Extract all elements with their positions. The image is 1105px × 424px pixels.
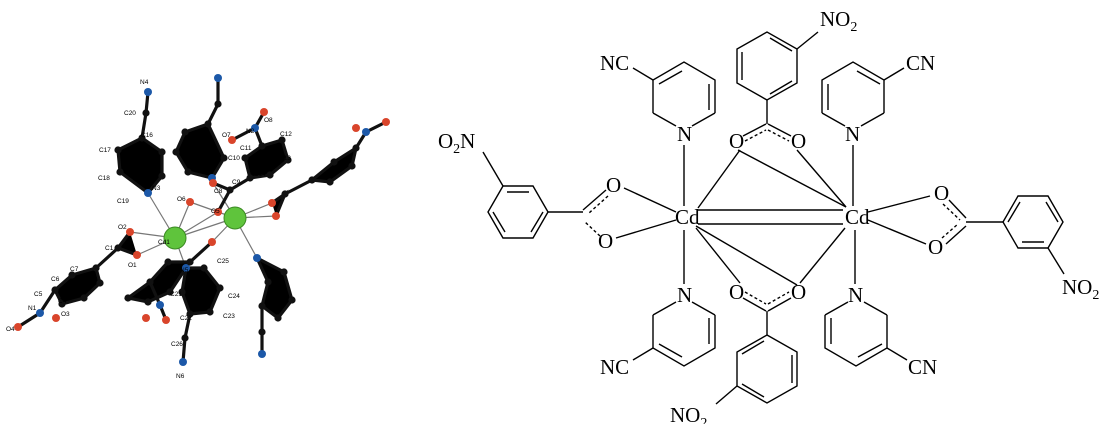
atom-label: N6 [176,373,185,380]
atom-label: O1 [128,262,137,269]
cd-left: Cd [675,205,700,229]
atom-label: N5 [180,267,189,274]
pyridine-bottom-right: N CN [824,230,937,379]
atom-label: C26 [171,341,183,348]
atom-label: C20 [124,110,136,117]
atom-label: O3 [61,311,70,318]
ortep-atoms [14,74,390,366]
right-carboxylate: O O NO2 [867,181,1099,303]
bridging-bonds [695,149,847,286]
o-right-top: O [934,181,949,205]
atom-label: C2 [89,276,98,283]
n-pyr-top-left: N [677,122,692,146]
nitrile-top-right: CN [906,51,935,75]
atom-label: C12 [280,131,292,138]
atom-label: C13 [279,155,291,162]
atom-label: C14 [254,171,266,178]
atom-label: O7 [222,132,231,139]
atom-label: C21 [170,291,182,298]
atom-label: C11 [240,145,252,152]
n-pyr-top-right: N [845,122,860,146]
atom-label: C8 [214,188,223,195]
atom-label: C3 [76,287,85,294]
nitro-top: NO2 [820,7,857,35]
nitrile-bottom-right: CN [908,355,937,379]
o-bottom-right: O [791,280,806,304]
atom-label: N2 [246,128,255,135]
o-right-bottom: O [928,235,943,259]
o-top-left: O [729,129,744,153]
nitrile-top-left: NC [600,51,629,75]
atom-label: N1 [28,305,37,312]
atom-label: C4 [58,298,67,305]
atom-label: C22 [180,315,192,322]
left-carboxylate: O O O2N [438,129,677,253]
atom-label: O4 [6,326,15,333]
o-top-right: O [791,129,806,153]
atom-label: C23 [223,313,235,320]
atom-label: C1 [105,245,114,252]
atom-label: C10 [228,155,240,162]
atom-label: O6 [177,196,186,203]
n-pyr-bottom-left: N [677,283,692,307]
atom-label: C25 [217,258,229,265]
nitrile-bottom-left: NC [600,355,629,379]
o-left-bottom: O [598,229,613,253]
atom-label: C19 [117,198,129,205]
atom-label: N3 [152,185,161,192]
atom-label: Cd1 [158,239,170,246]
atom-label: C7 [70,266,79,273]
atom-label: O2 [118,224,127,231]
atom-label: O5 [211,208,220,215]
cd-atom-1 [163,226,187,250]
atom-label: C6 [51,276,60,283]
ortep-bonds [16,76,388,364]
o-left-top: O [606,173,621,197]
n-pyr-bottom-right: N [848,283,863,307]
atom-label: N4 [140,79,149,86]
pyridine-top-left: N NC [600,51,716,206]
nitro-left: O2N [438,129,475,157]
atom-label: C16 [141,132,153,139]
nitro-right: NO2 [1062,275,1099,303]
o-bottom-left: O [729,280,744,304]
cd-right: Cd [845,205,870,229]
atom-label: C18 [98,175,110,182]
nitro-bottom: NO2 [670,403,707,424]
bottom-carboxylate: O O NO2 [670,280,806,424]
atom-label: C17 [99,147,111,154]
atom-label: C24 [228,293,240,300]
chemical-scheme: Cd Cd O O NO2 [438,7,1099,424]
ortep-atom-labels: N4 C20 C16 C17 C15 C18 N3 C19 O2 Cd1 C1 … [6,79,292,380]
atom-label: O8 [264,117,273,124]
pyridine-bottom-left: N NC [600,230,716,379]
atom-label: C15 [146,153,158,160]
top-carboxylate: O O NO2 [729,7,857,153]
pyridine-top-right: N CN [821,51,935,206]
crystal-structure-view: N4 C20 C16 C17 C15 C18 N3 C19 O2 Cd1 C1 … [6,74,390,380]
cd-atom-2 [223,206,247,230]
atom-label: C9 [232,179,241,186]
atom-label: C5 [34,291,43,298]
